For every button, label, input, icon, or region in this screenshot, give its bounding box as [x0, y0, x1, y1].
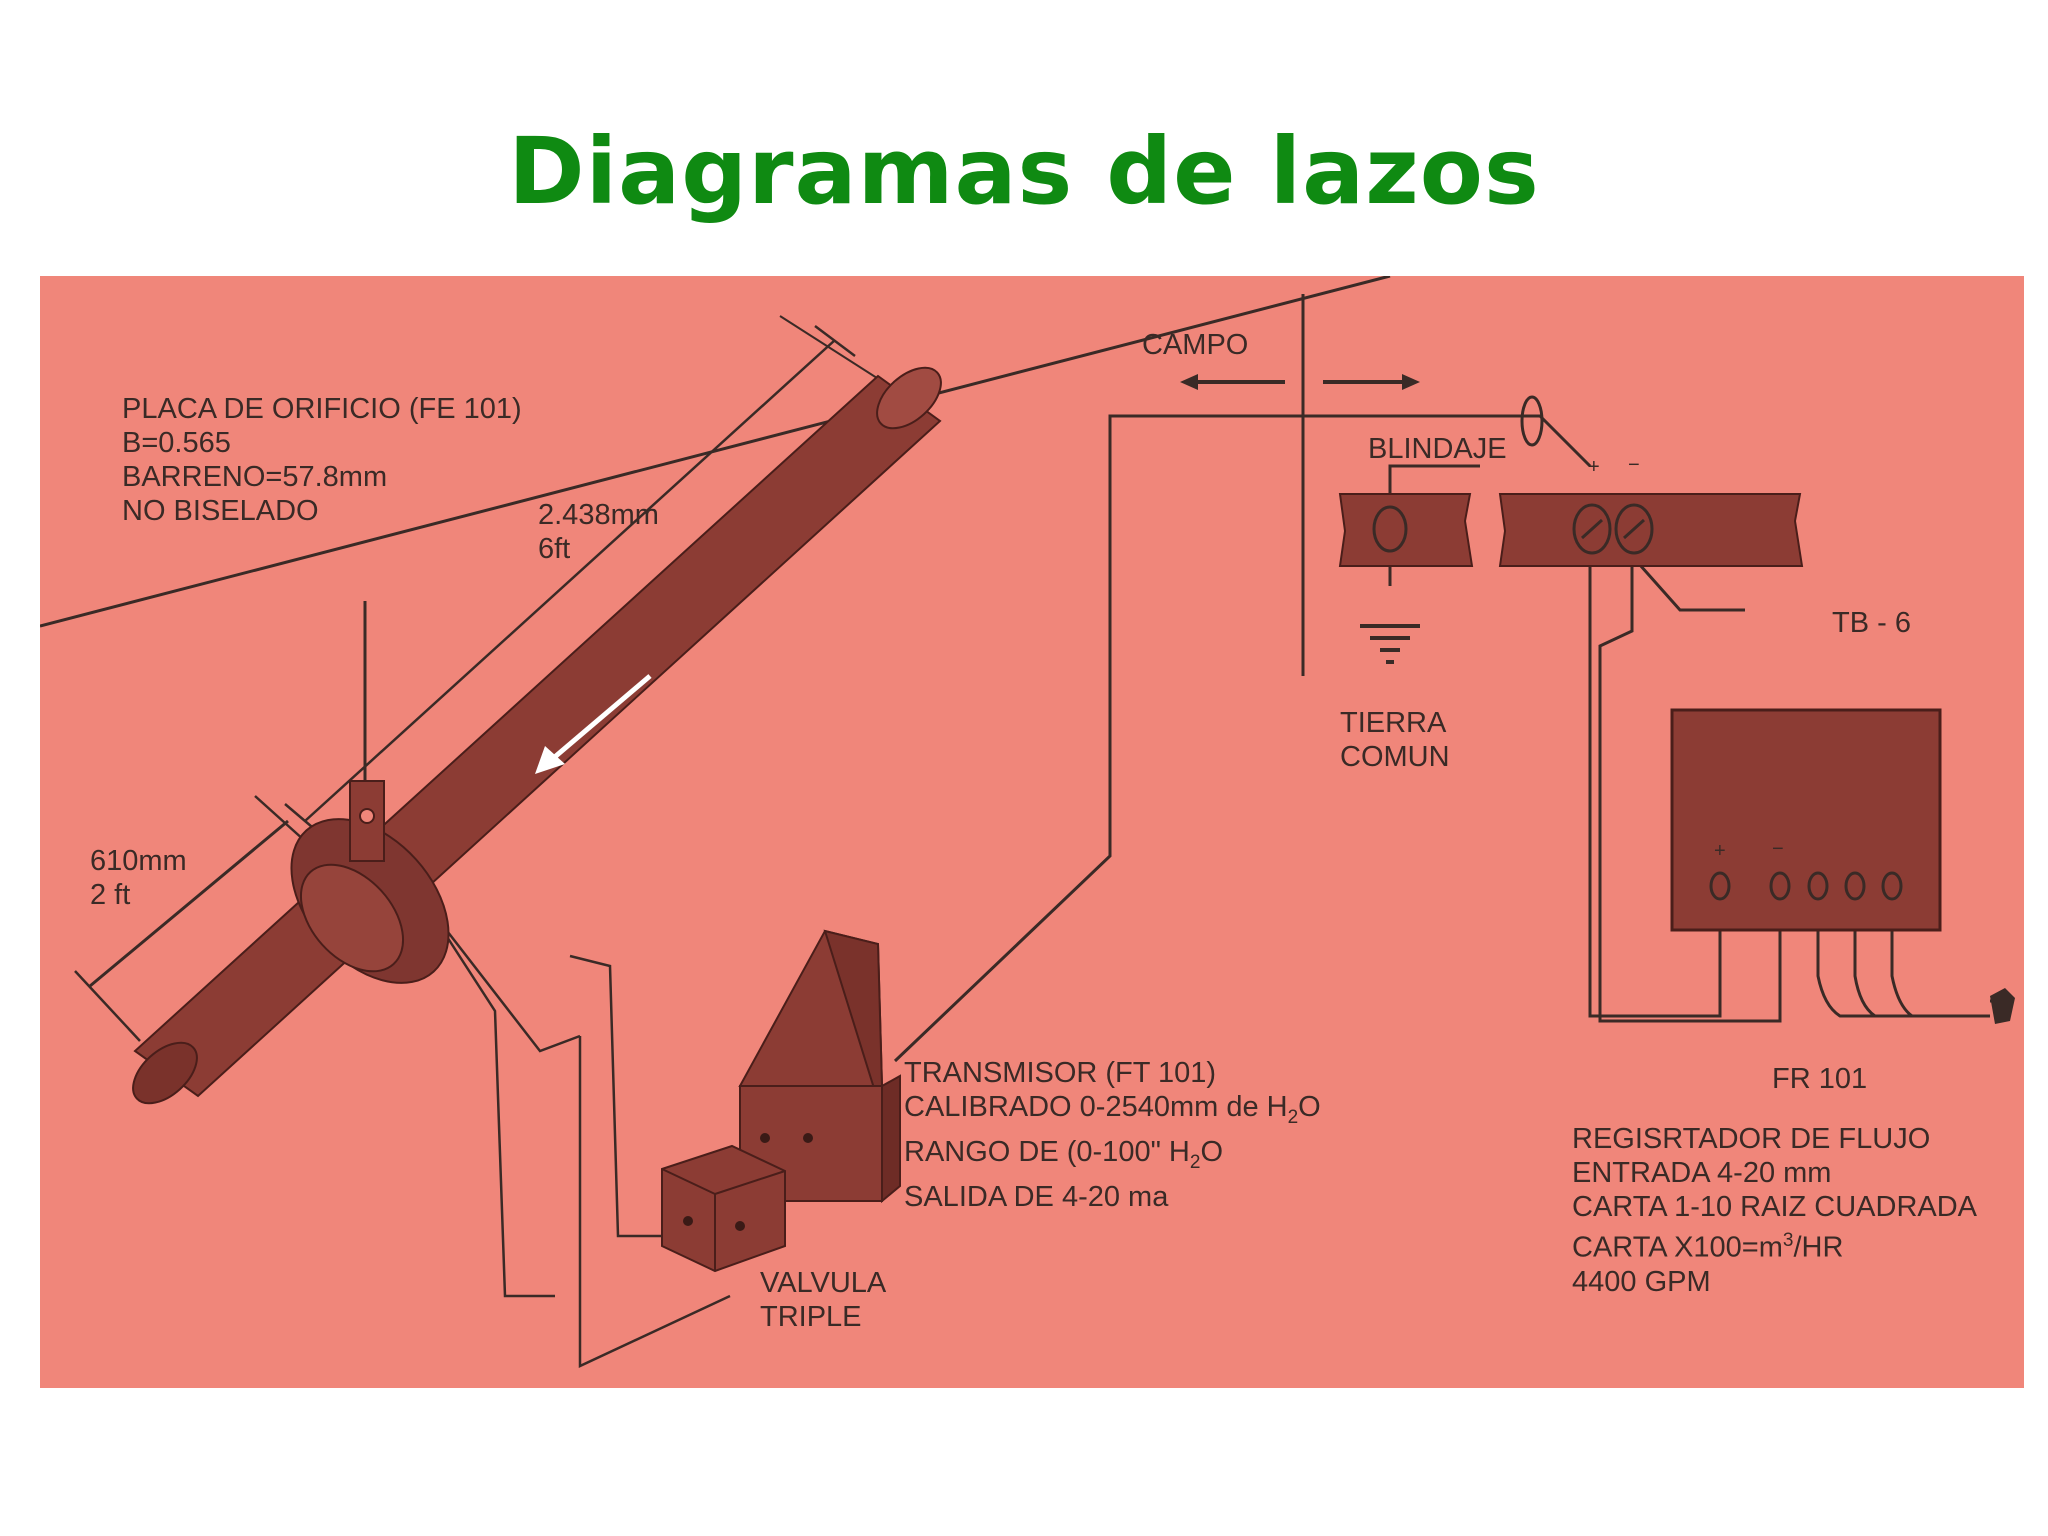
dim-line-pipe	[304, 339, 836, 822]
orifice-plate-label: PLACA DE ORIFICIO (FE 101) B=0.565 BARRE…	[122, 392, 522, 528]
recorder-line-2: ENTRADA 4-20 mm	[1572, 1157, 1832, 1189]
impulse-line-4	[578, 1036, 731, 1368]
recorder-line-3: CARTA 1-10 RAIZ CUADRADA	[1572, 1191, 1978, 1223]
upstream-length-label: 610mm 2 ft	[90, 844, 187, 912]
tb6-minus-sign: −	[1628, 454, 1640, 476]
transmitter-line-3: RANGO DE (0-100" H2O	[904, 1135, 1321, 1180]
valve-label: VALVULA TRIPLE	[760, 1266, 886, 1334]
transmitter-line-3-sub: 2	[1189, 1151, 1201, 1173]
transmitter-line-2-sub: 2	[1287, 1106, 1299, 1128]
tb6-plus-sign: +	[1588, 456, 1600, 478]
recorder-line-4: CARTA X100=m3/HR	[1572, 1224, 1977, 1265]
valve-line-1: VALVULA	[760, 1267, 887, 1299]
transmitter-line-2: CALIBRADO 0-2540mm de H2O	[904, 1090, 1321, 1135]
pipe-length-mm: 2.438mm	[538, 499, 659, 531]
pipe-length-label: 2.438mm 6ft	[538, 498, 659, 566]
recorder-line-4-end: /HR	[1793, 1231, 1844, 1264]
slide-title: Diagramas de lazos	[508, 118, 1540, 225]
terminal-block-tb6	[1498, 493, 1804, 567]
power-wire-2	[1853, 886, 1876, 1018]
orifice-plate-line-4: NO BISELADO	[122, 495, 319, 527]
ground-label: TIERRA COMUN	[1340, 706, 1450, 774]
impulse-line-high	[419, 895, 581, 1053]
linework	[40, 276, 2010, 1368]
tb6-leader	[1630, 555, 1745, 612]
dim-tick-pipe-b	[814, 325, 856, 357]
loop-diagram: PLACA DE ORIFICIO (FE 101) B=0.565 BARRE…	[40, 276, 2024, 1388]
terminal-block-label: TB - 6	[1832, 607, 1911, 639]
recorder-minus-sign: −	[1772, 838, 1784, 860]
arrow-right-head	[1402, 374, 1420, 390]
transmitter-line-3-text: RANGO DE (0-100" H	[904, 1135, 1190, 1168]
flow-arrow-shaft	[548, 674, 652, 763]
power-plug	[1990, 988, 2015, 1024]
recorder-tag: FR 101	[1772, 1063, 1868, 1095]
recorder-wire-minus	[1598, 521, 1782, 1023]
transmitter-line-2-text: CALIBRADO 0-2540mm de H	[904, 1091, 1288, 1123]
loop-diagram-drawing	[40, 276, 2015, 1368]
triple-valve-body	[661, 1144, 786, 1273]
arrow-left-head	[1180, 374, 1198, 390]
impulse-line-low	[438, 925, 555, 1298]
power-wire-3	[1890, 886, 1913, 1018]
terminal-strip-ground	[1338, 493, 1474, 567]
pipe-length-ft: 6ft	[538, 533, 571, 565]
orifice-plate-line-3: BARRENO=57.8mm	[122, 461, 388, 493]
power-cord	[1816, 886, 1990, 1018]
upstream-length-mm: 610mm	[90, 845, 187, 877]
impulse-line-3	[569, 954, 698, 1238]
transmitter-line-1: TRANSMISOR (FT 101)	[904, 1057, 1217, 1089]
field-label: CAMPO	[1142, 329, 1249, 361]
recorder-label: REGISRTADOR DE FLUJO ENTRADA 4-20 mm CAR…	[1572, 1122, 1977, 1299]
recorder-line-4-text: CARTA X100=m	[1572, 1231, 1783, 1264]
flow-arrow-head	[535, 746, 565, 774]
transmitter-label: TRANSMISOR (FT 101) CALIBRADO 0-2540mm d…	[904, 1056, 1321, 1214]
transmitter-body	[738, 929, 901, 1204]
recorder-line-1: REGISRTADOR DE FLUJO	[1572, 1123, 1931, 1155]
recorder-line-5: 4400 GPM	[1572, 1265, 1711, 1298]
shield-loop	[1520, 395, 1544, 447]
orifice-flange	[290, 780, 450, 984]
valve-line-2: TRIPLE	[760, 1301, 862, 1333]
flow-recorder-box	[1670, 708, 1942, 932]
signal-cable	[893, 414, 1592, 1063]
upstream-length-ft: 2 ft	[90, 879, 131, 911]
dim-tick-upstream-a	[74, 970, 141, 1042]
transmitter-line-3-end: O	[1200, 1135, 1224, 1168]
ground-line-2: COMUN	[1340, 741, 1450, 773]
recorder-line-4-sup: 3	[1782, 1230, 1794, 1251]
transmitter-line-4: SALIDA DE 4-20 ma	[904, 1180, 1169, 1213]
ground-drop	[40, 276, 1391, 628]
ground-line-1: TIERRA	[1340, 707, 1447, 739]
dim-tick-upstream-b	[254, 795, 306, 842]
shield-label: BLINDAJE	[1368, 433, 1507, 465]
recorder-wire-plus	[1588, 521, 1722, 1018]
orifice-tab-hole	[359, 808, 375, 824]
transmitter-line-2-end: O	[1298, 1091, 1321, 1123]
recorder-plus-sign: +	[1714, 840, 1726, 862]
dim-line-upstream	[89, 819, 289, 988]
orifice-plate-line-1: PLACA DE ORIFICIO (FE 101)	[122, 393, 522, 425]
orifice-plate-line-2: B=0.565	[122, 427, 231, 459]
